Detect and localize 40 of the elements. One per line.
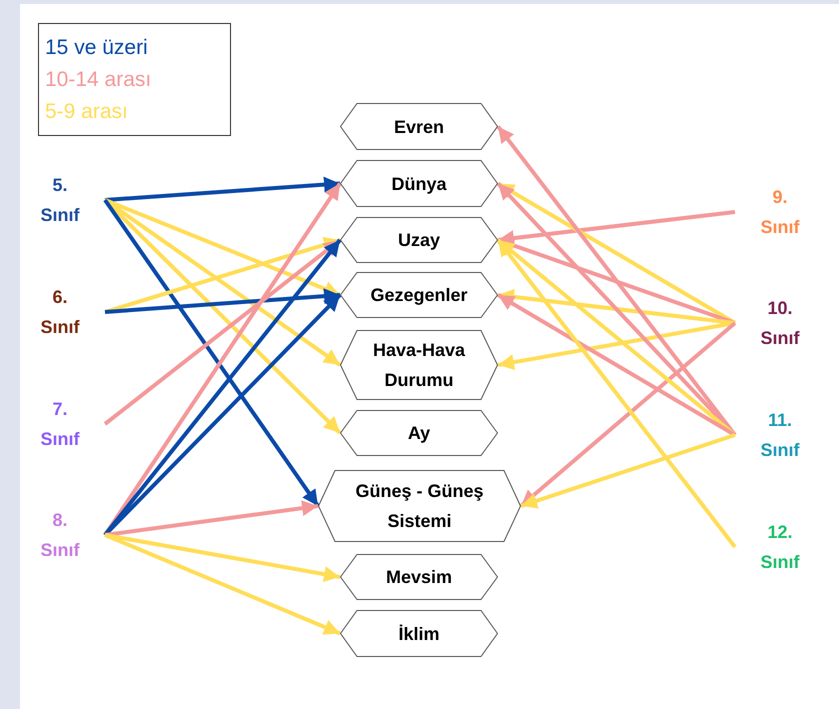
arrow xyxy=(520,433,736,509)
arrow xyxy=(104,176,340,202)
hexagon-node: Dünya xyxy=(340,160,498,207)
grade-label: 10. Sınıf xyxy=(735,293,825,353)
arrow xyxy=(104,533,340,582)
arrow xyxy=(104,237,341,314)
grade-label: 11. Sınıf xyxy=(735,405,825,465)
arrow xyxy=(104,500,318,537)
grade-label: 8. Sınıf xyxy=(15,505,105,565)
hexagon-node: Uzay xyxy=(340,217,498,263)
arrow xyxy=(498,210,736,246)
arrow xyxy=(104,288,340,314)
legend-entry: 10-14 arası xyxy=(45,67,152,93)
hexagon-node: Hava-Hava Durumu xyxy=(340,330,498,400)
arrow xyxy=(104,198,341,297)
arrow xyxy=(498,321,736,370)
grade-label: 5. Sınıf xyxy=(15,170,105,230)
hexagon-node: İklim xyxy=(340,610,498,657)
grade-label: 12. Sınıf xyxy=(735,517,825,577)
arrow xyxy=(104,533,341,636)
arrow xyxy=(104,294,342,536)
arrow xyxy=(104,198,342,434)
arrow xyxy=(104,238,342,426)
grade-label: 6. Sınıf xyxy=(15,282,105,342)
arrow xyxy=(103,198,320,508)
legend-entry: 5-9 arası xyxy=(45,99,129,125)
hexagon-node: Ay xyxy=(340,410,498,456)
arrow xyxy=(496,293,736,437)
hexagon-node: Mevsim xyxy=(340,554,498,600)
hexagon-node: Evren xyxy=(340,103,498,150)
arrow xyxy=(498,288,736,325)
arrow xyxy=(496,182,736,436)
arrow xyxy=(496,238,736,437)
hexagon-node: Gezegenler xyxy=(340,272,498,318)
grade-label: 9. Sınıf xyxy=(735,182,825,242)
hexagon-node: Güneş - Güneş Sistemi xyxy=(318,470,521,542)
grade-label: 7. Sınıf xyxy=(15,394,105,454)
arrow xyxy=(496,125,737,436)
legend-entry: 15 ve üzeri xyxy=(45,35,149,61)
arrow xyxy=(496,238,737,548)
